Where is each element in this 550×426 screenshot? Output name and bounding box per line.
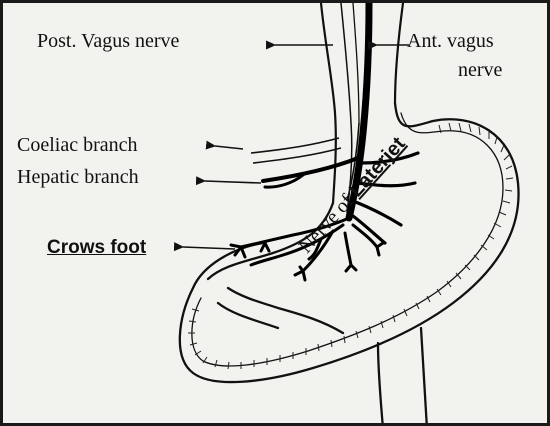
hepatic-branch (263, 158, 358, 187)
label-posterior-vagus-nerve: Post. Vagus nerve (37, 30, 179, 52)
label-hepatic-branch: Hepatic branch (17, 166, 139, 188)
label-crows-foot: Crows foot (47, 237, 146, 259)
label-coeliac-branch: Coeliac branch (17, 134, 138, 156)
stomach (180, 103, 519, 426)
coeliac-branch (251, 138, 341, 163)
label-anterior-vagus-line1: Ant. vagus (407, 30, 494, 52)
